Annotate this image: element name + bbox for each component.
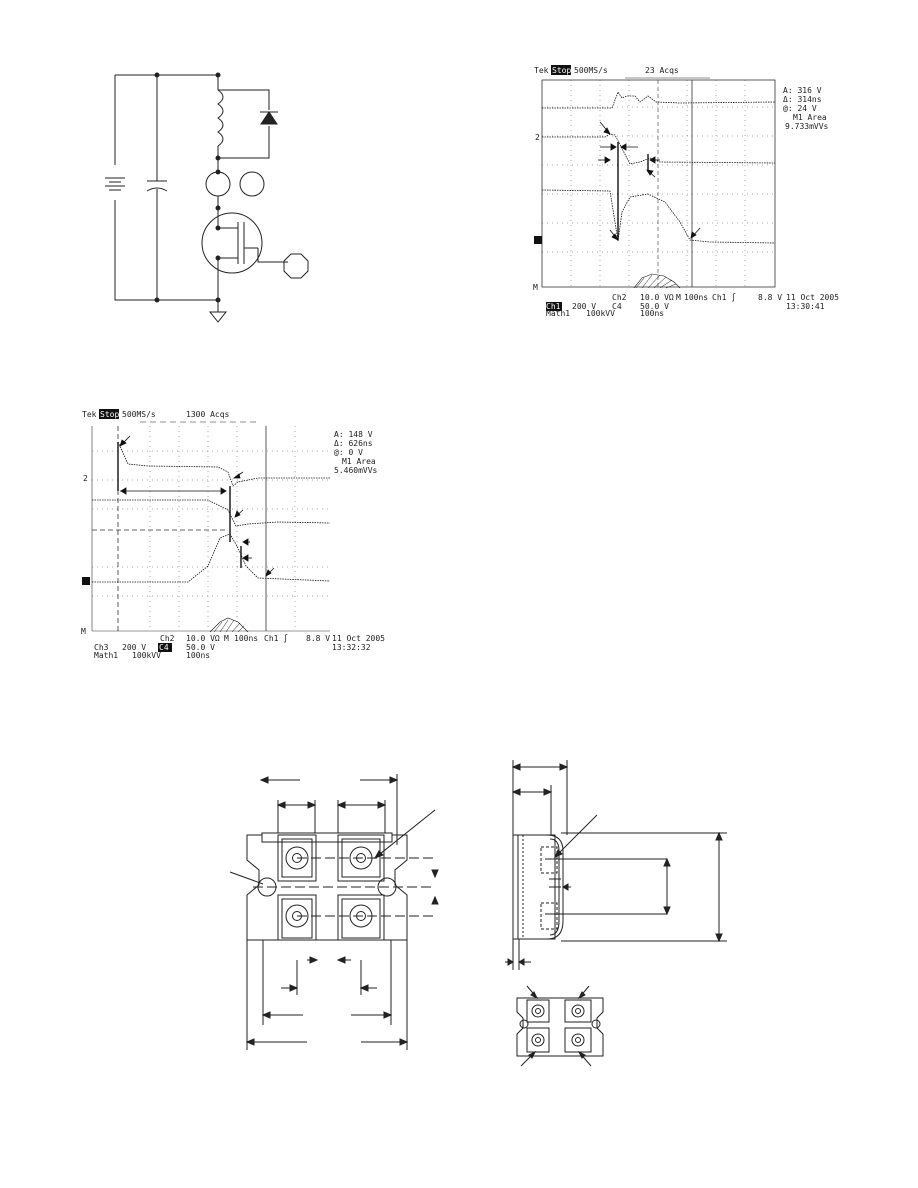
scope1-ch1-val: 200 V bbox=[572, 302, 596, 311]
scope1-readout-at: @: 24 V bbox=[783, 104, 817, 113]
igbt-symbol bbox=[201, 212, 263, 274]
scope2-time: 13:32:32 bbox=[332, 643, 371, 652]
scope2-ch3: Ch3 bbox=[94, 643, 109, 652]
scope1-math-time: 100ns bbox=[640, 309, 664, 317]
scope1-m-marker: M bbox=[533, 283, 538, 292]
scope2-math-time: 100ns bbox=[186, 651, 210, 660]
scope1-hatched-area bbox=[633, 273, 681, 289]
inductor-symbol bbox=[217, 89, 224, 147]
scope-capture-1: Tek Stop 500MS/s 23 Acqs 2 M bbox=[533, 65, 839, 317]
scope1-readout-delta: Δ: 314ns bbox=[783, 95, 822, 104]
scope1-ch2-marker: 2 bbox=[535, 133, 540, 142]
scope1-ch1: Ch1 bbox=[546, 302, 561, 311]
scope1-readout-a: A: 316 V bbox=[783, 86, 822, 95]
test-circuit-schematic bbox=[105, 72, 309, 323]
scope2-trig-level: 8.8 V bbox=[306, 634, 330, 643]
pin-view-body bbox=[516, 997, 604, 1057]
scope1-c4: C4 bbox=[612, 302, 622, 311]
package-side-view bbox=[505, 760, 727, 970]
scope2-c4: C4 bbox=[159, 643, 169, 652]
scope-capture-2: Tek Stop 500MS/s 1300 Acqs 2 M bbox=[81, 409, 385, 660]
scope1-ch2: Ch2 bbox=[612, 293, 627, 302]
scope2-math-val: 100kVV bbox=[132, 651, 161, 660]
current-probe-1 bbox=[205, 171, 231, 197]
scope2-ch2-marker: 2 bbox=[83, 474, 88, 483]
scope1-readout-area: 9.733mVVs bbox=[785, 122, 829, 131]
scope2-readout-a: A: 148 V bbox=[334, 430, 373, 439]
side-terminal-clip bbox=[546, 834, 564, 940]
scope1-math-val: 100kVV bbox=[586, 309, 615, 317]
scope2-voltage-trace bbox=[117, 441, 330, 487]
scope1-voltage-trace bbox=[542, 91, 776, 109]
scope2-brand: Tek bbox=[82, 410, 97, 419]
scope2-math: Math1 bbox=[94, 651, 118, 660]
scope2-ch2: Ch2 bbox=[160, 634, 175, 643]
scope1-m: M bbox=[676, 293, 681, 302]
scope1-ch2-val: 10.0 VΩ bbox=[640, 293, 674, 302]
scope1-acqs: 23 Acqs bbox=[645, 66, 679, 75]
scope1-trig-level: 8.8 V bbox=[758, 293, 782, 302]
scope2-hatched-area bbox=[209, 617, 249, 633]
battery-symbol bbox=[105, 177, 125, 191]
scope1-state: Stop bbox=[552, 66, 571, 75]
scope1-date: 11 Oct 2005 bbox=[786, 293, 839, 302]
scope2-c4-val: 50.0 V bbox=[186, 643, 215, 652]
package-top-view bbox=[229, 774, 439, 1050]
scope2-state: Stop bbox=[100, 410, 119, 419]
scope1-c4-val: 50.0 V bbox=[640, 302, 669, 311]
scope1-readout-area-label: M1 Area bbox=[793, 113, 827, 122]
scope2-current-trace bbox=[92, 533, 331, 583]
scope2-gate-trace bbox=[92, 499, 331, 527]
scope2-readout-area: 5.460mVVs bbox=[334, 466, 378, 475]
scope1-brand: Tek bbox=[534, 66, 549, 75]
scope2-rate: 500MS/s bbox=[122, 410, 156, 419]
scope2-acqs: 1300 Acqs bbox=[186, 410, 230, 419]
scope1-rate: 500MS/s bbox=[574, 66, 608, 75]
scope1-current-trace bbox=[541, 189, 776, 244]
scope2-readout-area-label: M1 Area bbox=[342, 457, 376, 466]
scope2-readout-delta: Δ: 626ns bbox=[334, 439, 373, 448]
scope2-m: M bbox=[224, 634, 229, 643]
scope1-gate-trace bbox=[542, 133, 776, 165]
capacitor-symbol bbox=[146, 180, 168, 192]
scope2-graticule bbox=[92, 426, 330, 631]
side-body bbox=[512, 834, 556, 940]
scope2-ch3-val: 200 V bbox=[122, 643, 146, 652]
diode-symbol bbox=[260, 111, 278, 125]
scope2-trigger: Ch1 ∫ bbox=[264, 634, 288, 643]
current-probe-2 bbox=[239, 171, 265, 197]
wire-left bbox=[114, 75, 218, 301]
scope2-readout-at: @: 0 V bbox=[334, 448, 363, 457]
gate-driver-symbol bbox=[283, 253, 309, 279]
terminal-4 bbox=[337, 894, 385, 941]
ground-symbol bbox=[208, 311, 228, 323]
scope1-math: Math1 bbox=[546, 309, 570, 317]
scope2-m-marker: M bbox=[81, 627, 86, 636]
scope1-timediv: 100ns bbox=[684, 293, 708, 302]
scope1-trigger: Ch1 ∫ bbox=[712, 293, 736, 302]
scope2-ch2-val: 10.0 VΩ bbox=[186, 634, 220, 643]
scope1-graticule bbox=[542, 80, 775, 287]
package-pin-view bbox=[516, 985, 604, 1067]
terminal-3 bbox=[277, 894, 317, 941]
scope2-date: 11 Oct 2005 bbox=[332, 634, 385, 643]
scope2-timediv: 100ns bbox=[234, 634, 258, 643]
scope1-time: 13:30:41 bbox=[786, 302, 825, 311]
